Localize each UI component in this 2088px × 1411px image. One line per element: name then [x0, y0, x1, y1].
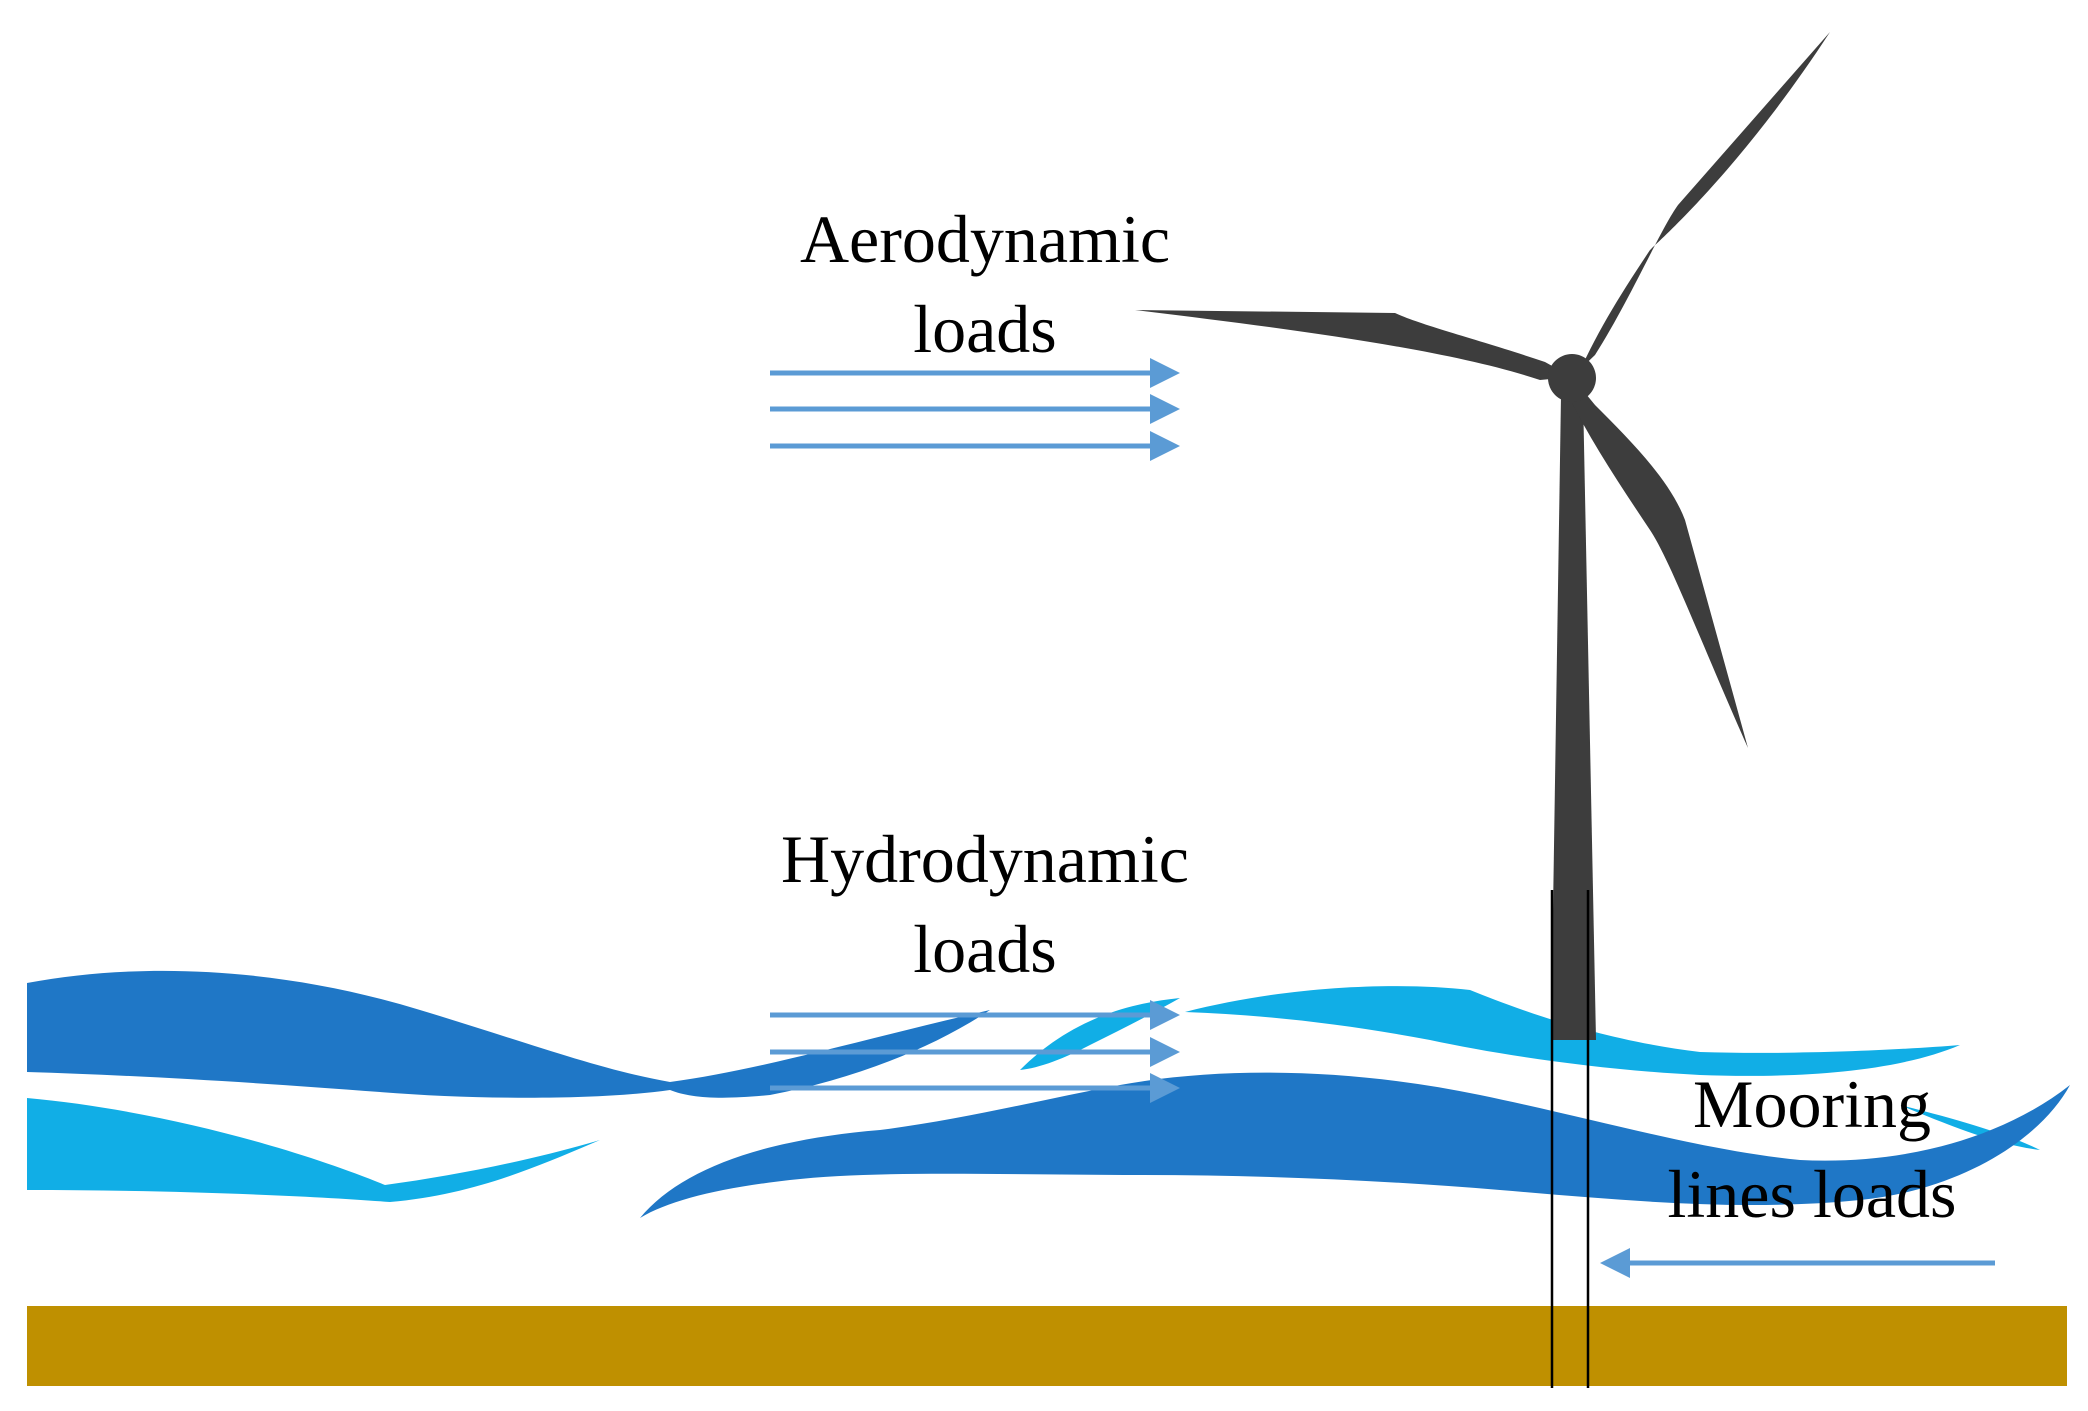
turbine-tower — [1551, 395, 1596, 1040]
wave-light-mid — [1020, 998, 1180, 1070]
turbine-blade-lower — [1568, 377, 1748, 748]
wave-light-left — [27, 1098, 600, 1202]
wind-turbine — [1135, 32, 1830, 1388]
aerodynamic-label-line1: Aerodynamic — [800, 201, 1170, 277]
turbine-blade-left — [1135, 310, 1572, 380]
hydrodynamic-arrows — [770, 1000, 1180, 1103]
wave-dark-bottom — [640, 1072, 2070, 1218]
seabed — [27, 1306, 2067, 1386]
waves-dark — [27, 970, 2070, 1218]
mooring-label-line2: lines loads — [1668, 1156, 1957, 1232]
aerodynamic-label-line2: loads — [913, 291, 1057, 367]
hydrodynamic-label-line1: Hydrodynamic — [781, 821, 1189, 897]
mooring-label-line1: Mooring — [1693, 1066, 1931, 1142]
hydrodynamic-label-line2: loads — [913, 911, 1057, 987]
aerodynamic-arrows — [770, 358, 1180, 461]
turbine-hub — [1548, 354, 1596, 402]
wave-dark-left — [27, 970, 990, 1098]
turbine-blade-upper — [1572, 32, 1830, 382]
